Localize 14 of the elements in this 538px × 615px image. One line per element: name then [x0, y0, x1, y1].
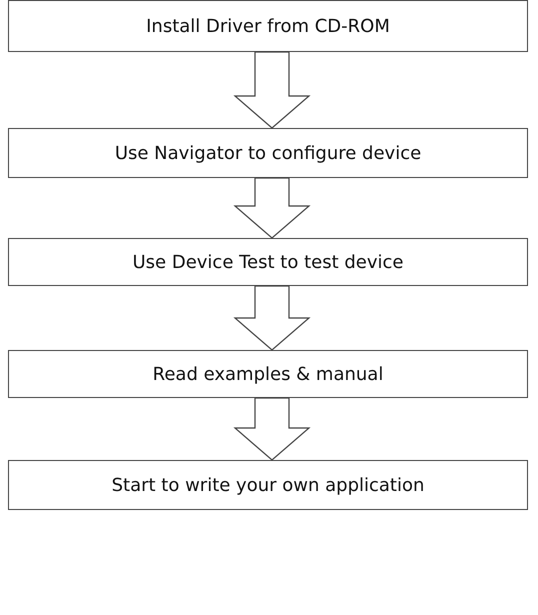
block-arrow [233, 285, 311, 351]
process-box [8, 128, 528, 178]
step-text: Start to write your own application [112, 474, 424, 496]
process-box [8, 350, 528, 398]
process-box [8, 0, 528, 52]
process-box [8, 460, 528, 510]
block-arrow [233, 397, 311, 461]
process-box [8, 238, 528, 286]
step-text: Use Navigator to configure device [114, 142, 422, 164]
step-text: Use Device Test to test device [132, 252, 404, 272]
step-text: Install Driver from CD-ROM [146, 16, 390, 36]
block-arrow [233, 177, 311, 239]
step-text: Read examples & manual [152, 364, 384, 384]
block-arrow [233, 51, 311, 129]
